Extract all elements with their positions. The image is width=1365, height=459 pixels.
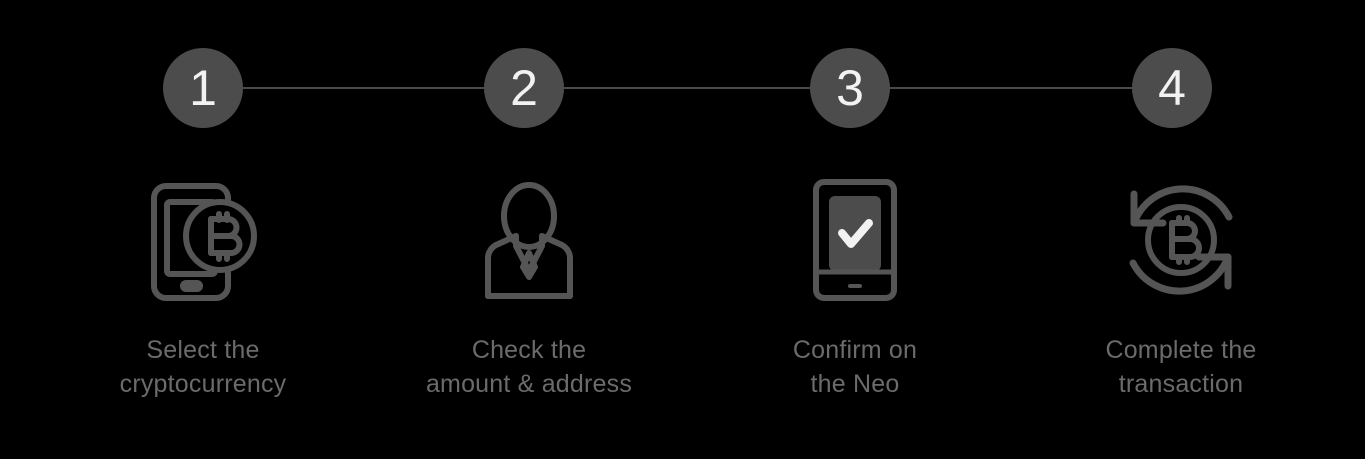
- step-column-1: Select the cryptocurrency: [40, 175, 366, 405]
- device-checkmark-icon: [805, 175, 905, 305]
- step-circle-1[interactable]: 1: [163, 48, 243, 128]
- progress-rail: 1 2 3 4: [163, 48, 1212, 128]
- step-circle-3[interactable]: 3: [810, 48, 890, 128]
- step-label-1: Select the cryptocurrency: [120, 333, 287, 401]
- connector-line-1-2: [243, 87, 484, 89]
- phone-bitcoin-icon: [143, 175, 263, 305]
- connector-line-2-3: [564, 87, 810, 89]
- step-column-3: Confirm on the Neo: [692, 175, 1018, 405]
- step-label-1-line2: cryptocurrency: [119, 370, 287, 398]
- step-column-2: Check the amount & address: [366, 175, 692, 405]
- connector-line-3-4: [890, 87, 1132, 89]
- step-label-2: Check the amount & address: [426, 333, 632, 401]
- step-label-1-line1: Select the: [146, 336, 260, 364]
- step-label-3-line2: the Neo: [810, 370, 900, 398]
- step-column-4: Complete the transaction: [1018, 175, 1344, 405]
- person-suit-icon: [474, 175, 584, 305]
- step-label-4: Complete the transaction: [1105, 333, 1256, 401]
- step-circle-2[interactable]: 2: [484, 48, 564, 128]
- step-label-3: Confirm on the Neo: [793, 333, 917, 401]
- step-columns: Select the cryptocurrency Check the amou…: [0, 175, 1365, 405]
- step-circle-4[interactable]: 4: [1132, 48, 1212, 128]
- bitcoin-exchange-arrows-icon: [1116, 175, 1246, 305]
- step-label-3-line1: Confirm on: [792, 336, 918, 364]
- step-label-2-line1: Check the: [471, 336, 587, 364]
- step-label-4-line1: Complete the: [1105, 336, 1257, 364]
- step-label-2-line2: amount & address: [425, 370, 633, 398]
- step-label-4-line2: transaction: [1118, 370, 1244, 398]
